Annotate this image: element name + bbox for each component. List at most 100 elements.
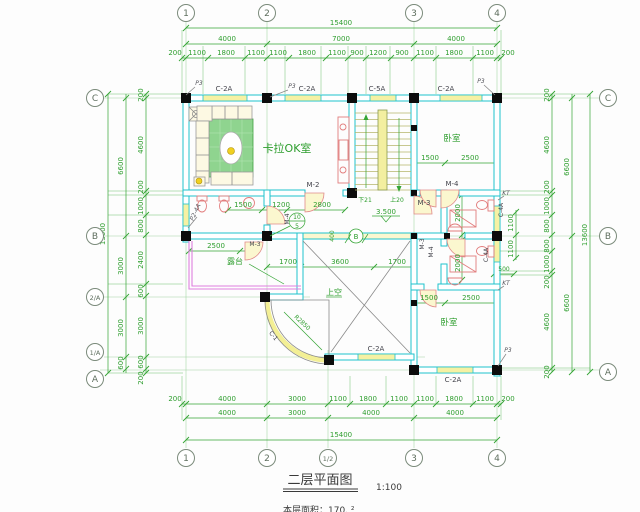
dim-value: 6600 — [117, 157, 125, 175]
dim-value: 3000 — [117, 319, 125, 337]
dim-value: 3000 — [137, 317, 145, 335]
dim-value: 1100 — [247, 49, 265, 57]
callout-kt: KT — [502, 190, 511, 197]
grid-bubble-label: B — [605, 232, 611, 242]
dim-value: 1800 — [445, 395, 463, 403]
grid-bubble-label: 3 — [411, 9, 417, 19]
dim-value: 4000 — [447, 35, 465, 43]
dim-value: 1100 — [476, 49, 494, 57]
dim-value: 1100 — [507, 240, 515, 258]
dim-value: 1700 — [388, 258, 406, 266]
dim-value: 800 — [543, 219, 551, 232]
dim-value: 3000 — [117, 257, 125, 275]
dim-value: 1100 — [328, 49, 346, 57]
door-label: M-3 — [419, 238, 426, 249]
dim-value: 800 — [137, 219, 145, 232]
dim-value: 1100 — [416, 395, 434, 403]
grid-bubble-label: 2 — [264, 454, 270, 464]
grid-bubbles: 1 2 3 4 1 2 1/2 3 4 C B 2/A 1/A A C B A — [86, 4, 617, 467]
dim-value: 1000 — [543, 255, 551, 273]
windows-glazing — [182, 94, 501, 374]
level-label: 3.500 — [376, 208, 396, 216]
dim-value: 4600 — [137, 136, 145, 154]
window-label: C-5A — [369, 85, 386, 93]
dim-value: 200 — [543, 275, 551, 288]
window-label: C-2A — [445, 376, 462, 384]
door-label: M-4 — [284, 213, 291, 224]
dim-value: 1100 — [269, 49, 287, 57]
door-label: M-3 — [249, 241, 260, 248]
dim-value: 900 — [395, 49, 408, 57]
dim-value: 500 — [498, 266, 510, 273]
room-label-terrace: 露台 — [227, 256, 243, 266]
dim-value: 2000 — [454, 204, 462, 222]
dim-value: 6600 — [563, 294, 571, 312]
dim-value: 200 — [168, 395, 181, 403]
grid-bubble-label: C — [92, 94, 98, 104]
grid-bubble-label: A — [605, 368, 612, 378]
dim-value: 1100 — [507, 214, 515, 232]
dim-value: 2500 — [461, 154, 479, 162]
detail-circle-sheet: 5 — [295, 223, 299, 230]
dim-value: 200 — [543, 180, 551, 193]
dim-value: 1800 — [298, 49, 316, 57]
window-label: C-2A — [299, 85, 316, 93]
dim-value: 1100 — [329, 395, 347, 403]
grid-bubble-label: 4 — [494, 454, 500, 464]
room-label-bedroom-bottom: 卧室 — [440, 317, 458, 328]
staircase — [355, 109, 411, 223]
dim-value: 1800 — [359, 395, 377, 403]
bathroom-fixtures — [196, 195, 495, 286]
grid-bubble-label: A — [92, 375, 99, 385]
grid-bubble-label: 3 — [411, 454, 417, 464]
door-label: M-3 — [417, 199, 430, 207]
right-dimension-chain: 200 4600 200 1000 800 800 1000 200 4600 … — [507, 88, 589, 378]
dim-value: 4000 — [218, 409, 236, 417]
stair-up-label: 上20 — [390, 196, 404, 204]
dim-value: 3600 — [331, 258, 349, 266]
drawing-title: 二层平面图 — [287, 473, 352, 488]
stair-annotations: 下21 上20 3.500 — [358, 196, 404, 216]
room-labels: 卡拉OK室 卧室 卧室 露台 上空 — [227, 133, 461, 328]
dim-value: 200 — [501, 395, 514, 403]
interior-dimensions: 1500 1200 2800 1500 2500 1500 2500 1700 … — [207, 154, 510, 332]
dim-value: 3000 — [288, 395, 306, 403]
dim-value: 200 — [543, 365, 551, 378]
room-label-karaoke: 卡拉OK室 — [263, 141, 312, 155]
callout-p3: P3 — [288, 83, 296, 90]
dim-value: 1100 — [390, 395, 408, 403]
callout-p3: P3 — [477, 78, 485, 85]
drawing-scale: 1:100 — [376, 483, 402, 493]
dim-value: 7000 — [332, 35, 350, 43]
dim-value: 200 — [137, 180, 145, 193]
dim-value: 1200 — [369, 49, 387, 57]
area-note: 本层面积：170. ² — [283, 504, 355, 512]
grid-bubble-label: C — [605, 94, 611, 104]
curved-window-c1 — [264, 299, 330, 365]
title-block: 二层平面图 1:100 本层面积：170. ² — [283, 473, 402, 512]
dim-value: 13600 — [581, 224, 589, 246]
dim-value: 4000 — [218, 35, 236, 43]
dim-value: 2500 — [462, 294, 480, 302]
dim-value: 800 — [543, 239, 551, 252]
grid-bubble-label: 1 — [183, 9, 189, 19]
dim-value: 1100 — [476, 395, 494, 403]
dim-value: 200 — [137, 371, 145, 384]
callout-kt: KT — [502, 280, 511, 287]
grid-bubble-label: B — [92, 232, 98, 242]
stair-down-label: 下21 — [358, 197, 372, 204]
dimension-extension-lines — [108, 30, 590, 420]
dim-value: 4600 — [543, 313, 551, 331]
door-label: M-4 — [428, 246, 435, 257]
dim-value: 600 — [117, 356, 125, 369]
door-label: M-2 — [306, 181, 319, 189]
dim-value: 6600 — [563, 158, 571, 176]
dim-value: 1800 — [445, 49, 463, 57]
window-label: C-2A — [438, 85, 455, 93]
door-swings — [244, 189, 466, 308]
dim-value: 1200 — [272, 201, 290, 209]
grid-bubble-label: 2 — [264, 9, 270, 19]
grid-bubble-label: 4 — [494, 9, 500, 19]
